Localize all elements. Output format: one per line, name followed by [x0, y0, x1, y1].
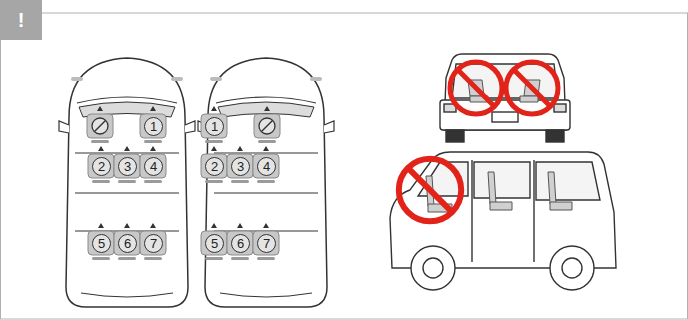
seat-number: 2 — [92, 157, 111, 176]
seat-number: 3 — [118, 157, 137, 176]
seat-number: 5 — [205, 234, 224, 253]
seat-number: 4 — [257, 157, 276, 176]
seat-number: 1 — [205, 117, 224, 136]
seat-number: 1 — [144, 117, 163, 136]
seat-number: 3 — [231, 157, 250, 176]
seat-number: 7 — [257, 234, 276, 253]
seat-number: 2 — [205, 157, 224, 176]
seat-number: 5 — [92, 234, 111, 253]
seat-number: 4 — [144, 157, 163, 176]
seat-number: 6 — [118, 234, 137, 253]
warning-mark: ! — [0, 0, 42, 40]
seat-number: 6 — [231, 234, 250, 253]
seat-number: 7 — [144, 234, 163, 253]
